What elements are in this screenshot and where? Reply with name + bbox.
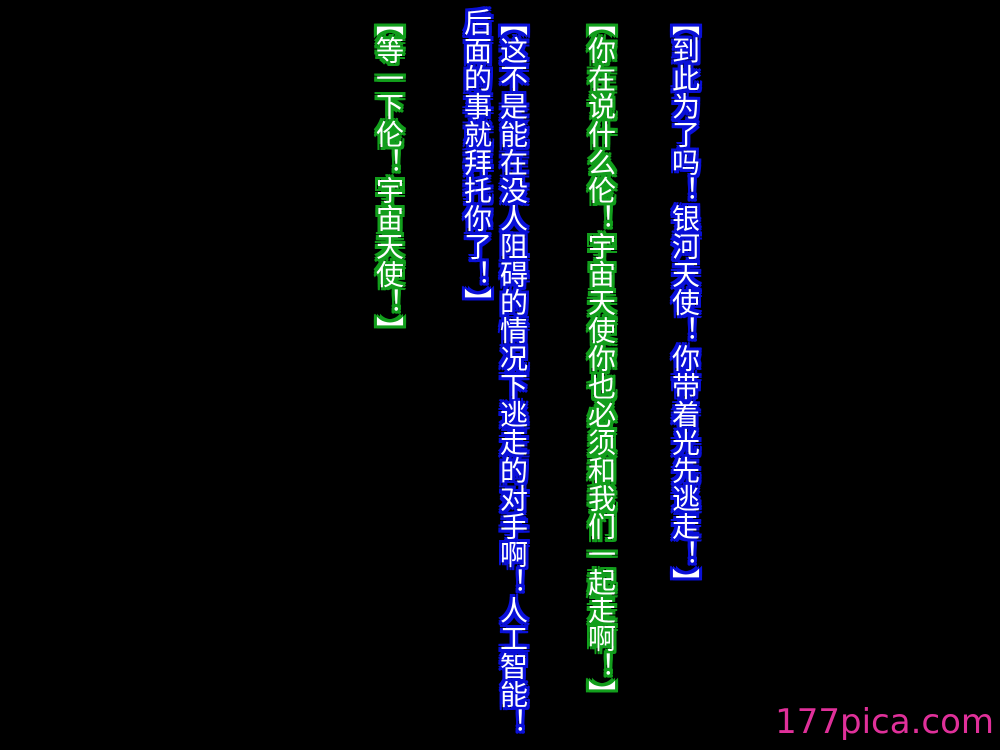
- dialogue-line-3-part-2: 后面的事就拜托你了！】: [460, 8, 493, 316]
- watermark-text: 177pica.com: [775, 702, 994, 742]
- dialogue-line-1: 【到此为了吗！银河天使！你带着光先逃走！】: [668, 8, 701, 596]
- dialogue-line-4: 【等一下伦！宇宙天使！】: [372, 8, 405, 344]
- dialogue-line-3-part-1: 【这不是能在没人阻碍的情况下逃走的对手啊！人工智能！: [496, 8, 529, 736]
- dialogue-line-2: 【你在说什么伦！宇宙天使你也必须和我们一起走啊！】: [584, 8, 617, 708]
